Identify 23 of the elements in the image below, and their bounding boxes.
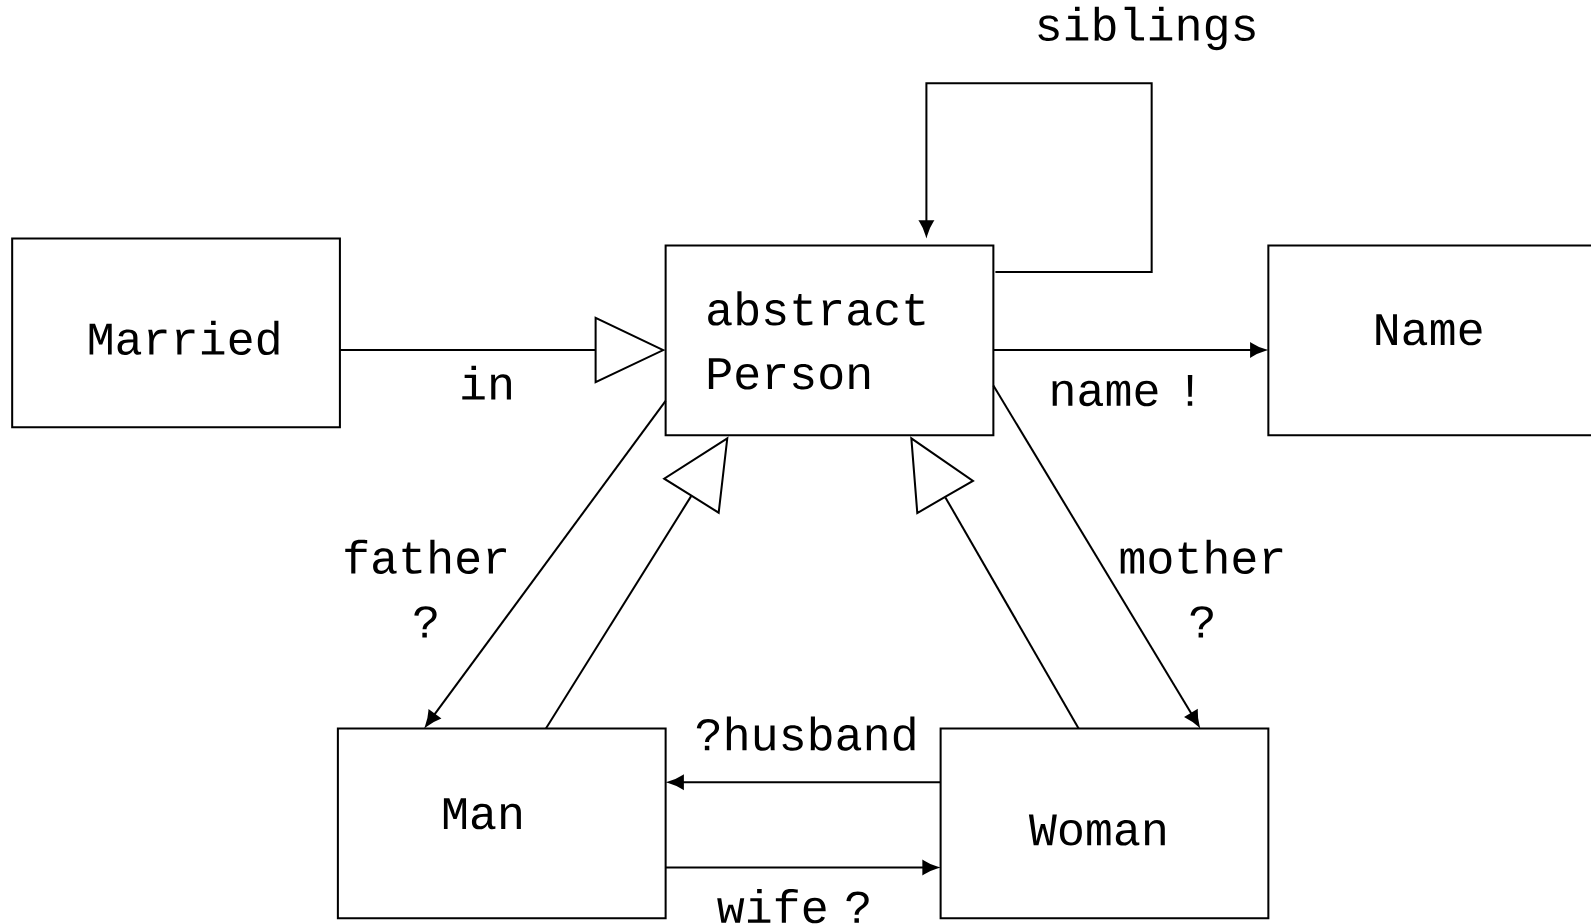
- edge-label: mother ?: [1120, 539, 1283, 638]
- edge-label: in: [462, 365, 511, 400]
- edge-label: father ?: [345, 539, 506, 638]
- class-box: [336, 727, 667, 920]
- class-name: Woman: [1028, 814, 1165, 846]
- arrow: [665, 860, 939, 875]
- arrow: [993, 342, 1266, 358]
- class-box: [939, 727, 1270, 920]
- edge-label: wife ?: [717, 889, 869, 924]
- class-name: abstract Person: [708, 291, 925, 390]
- edge-label: name !: [1052, 375, 1193, 407]
- edge-label: siblings: [1038, 6, 1255, 51]
- arrow: [425, 400, 667, 727]
- class-name: Man: [443, 798, 521, 830]
- arrow: [919, 82, 1153, 273]
- class-box: [664, 244, 995, 437]
- edge-label: ?husband: [696, 716, 915, 751]
- class-name: Married: [89, 320, 279, 356]
- arrow: [992, 385, 1200, 727]
- arrow: [668, 775, 941, 790]
- class-box: [1267, 244, 1591, 437]
- class-box: [11, 237, 341, 429]
- class-name: Name: [1376, 314, 1482, 346]
